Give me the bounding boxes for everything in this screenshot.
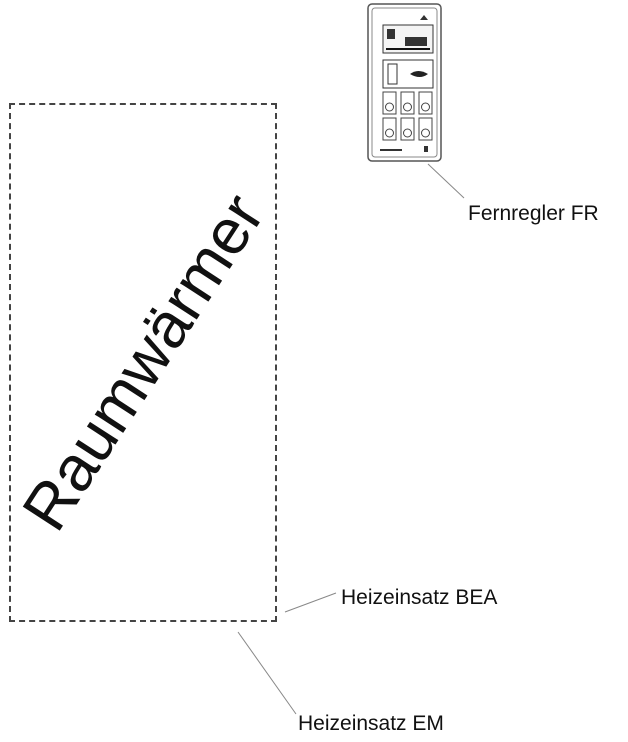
remote-controller-label: Fernregler FR	[468, 202, 599, 225]
remote-controller-device	[367, 3, 442, 162]
leader-line-em	[237, 631, 297, 715]
heater-bea-label: Heizeinsatz BEA	[341, 586, 498, 609]
room-heater-outline	[9, 103, 277, 622]
heater-em-label: Heizeinsatz EM	[298, 712, 444, 735]
display-screen	[382, 24, 434, 54]
mode-panel	[382, 59, 434, 89]
house-icon	[420, 15, 428, 20]
leader-line-fr	[427, 163, 465, 199]
leader-line-bea	[284, 592, 337, 613]
button-grid	[382, 91, 433, 141]
